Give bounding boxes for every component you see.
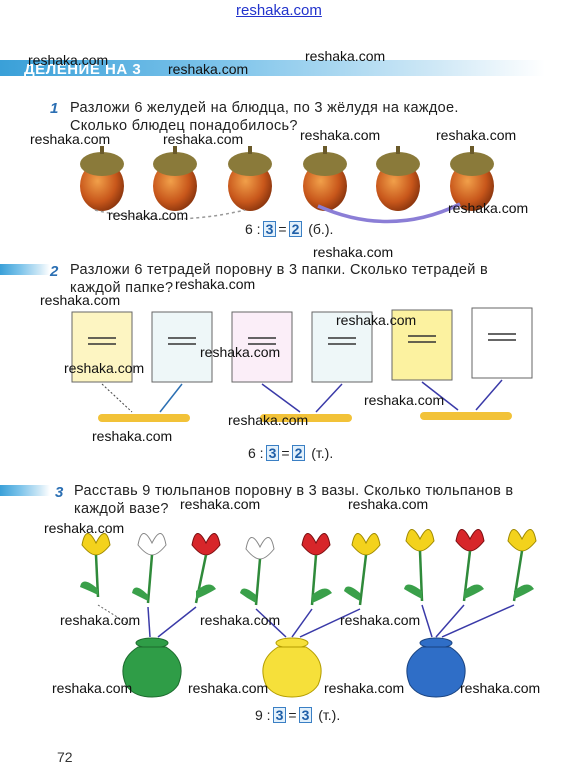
tulips-illustration bbox=[80, 529, 537, 698]
answer-box[interactable]: 3 bbox=[298, 707, 313, 723]
notebook-icon bbox=[71, 311, 133, 383]
tulip-icon bbox=[455, 529, 485, 602]
page-number: 72 bbox=[57, 749, 73, 765]
answer-box[interactable]: 3 bbox=[272, 707, 287, 723]
watermark[interactable]: reshaka.com bbox=[348, 496, 429, 512]
vase-icon bbox=[406, 637, 466, 698]
answer-box[interactable]: 3 bbox=[265, 445, 280, 461]
watermark[interactable]: reshaka.com bbox=[313, 244, 394, 260]
answer-box[interactable]: 2 bbox=[291, 445, 306, 461]
folder-icon bbox=[98, 414, 190, 422]
acorn-icon bbox=[153, 146, 197, 211]
watermark[interactable]: reshaka.com bbox=[200, 344, 281, 360]
watermark[interactable]: reshaka.com bbox=[175, 276, 256, 292]
tulip-icon bbox=[80, 533, 111, 598]
watermark[interactable]: reshaka.com bbox=[108, 207, 189, 223]
watermark[interactable]: reshaka.com bbox=[44, 520, 125, 536]
watermark[interactable]: reshaka.com bbox=[448, 200, 529, 216]
watermark[interactable]: reshaka.com bbox=[300, 127, 381, 143]
watermark[interactable]: reshaka.com bbox=[52, 680, 133, 696]
watermark[interactable]: reshaka.com bbox=[40, 292, 121, 308]
acorn-icon bbox=[80, 146, 124, 211]
task-2-equation: 6 :3=2 (т.). bbox=[248, 445, 334, 461]
vase-icon bbox=[262, 637, 322, 698]
acorn-icon bbox=[303, 146, 347, 211]
watermark[interactable]: reshaka.com bbox=[180, 496, 261, 512]
task-1-line1: Разложи 6 желудей на блюдца, по 3 жёлудя… bbox=[70, 100, 459, 116]
notebook-icon bbox=[471, 307, 533, 379]
tulip-icon bbox=[301, 533, 332, 606]
folder-icon bbox=[420, 412, 512, 420]
watermark[interactable]: reshaka.com bbox=[30, 131, 111, 147]
watermark-top[interactable]: reshaka.com bbox=[236, 2, 322, 19]
notebook-icon bbox=[311, 311, 373, 383]
watermark[interactable]: reshaka.com bbox=[364, 392, 445, 408]
acorn-icon bbox=[450, 146, 494, 211]
watermark[interactable]: reshaka.com bbox=[340, 612, 421, 628]
task-3-line2: каждой вазе? bbox=[74, 501, 169, 517]
watermark[interactable]: reshaka.com bbox=[64, 360, 145, 376]
group-line bbox=[317, 202, 461, 224]
tulip-icon bbox=[507, 529, 537, 602]
tulip-icon bbox=[132, 533, 167, 604]
task-3-band bbox=[0, 485, 50, 496]
tulip-icon bbox=[404, 529, 435, 602]
watermark[interactable]: reshaka.com bbox=[60, 612, 141, 628]
answer-box[interactable]: 3 bbox=[262, 221, 277, 237]
tulip-icon bbox=[240, 537, 275, 606]
task-2-line1: Разложи 6 тетрадей поровну в 3 папки. Ск… bbox=[70, 262, 488, 278]
task-1-number: 1 bbox=[50, 100, 59, 117]
task-3-line1: Расставь 9 тюльпанов поровну в 3 вазы. С… bbox=[74, 483, 514, 499]
dashed-group-line bbox=[94, 209, 246, 220]
task-2-number: 2 bbox=[50, 263, 59, 280]
watermark[interactable]: reshaka.com bbox=[228, 412, 309, 428]
tulip-icon bbox=[191, 533, 221, 604]
section-title: ДЕЛЕНИЕ НА 3 bbox=[24, 61, 142, 78]
watermark[interactable]: reshaka.com bbox=[305, 48, 386, 64]
vase-icon bbox=[122, 637, 182, 698]
watermark[interactable]: reshaka.com bbox=[336, 312, 417, 328]
acorn-icon bbox=[228, 146, 272, 211]
answer-box[interactable]: 2 bbox=[288, 221, 303, 237]
section-header-band bbox=[0, 60, 545, 76]
notebooks-illustration bbox=[71, 307, 533, 422]
watermark[interactable]: reshaka.com bbox=[460, 680, 541, 696]
notebook-icon bbox=[231, 311, 293, 383]
watermark[interactable]: reshaka.com bbox=[168, 61, 249, 77]
watermark[interactable]: reshaka.com bbox=[324, 680, 405, 696]
watermark[interactable]: reshaka.com bbox=[92, 428, 173, 444]
watermark[interactable]: reshaka.com bbox=[163, 131, 244, 147]
watermark[interactable]: reshaka.com bbox=[28, 52, 109, 68]
task-2-band bbox=[0, 264, 50, 275]
acorns-illustration bbox=[80, 146, 494, 224]
watermark[interactable]: reshaka.com bbox=[436, 127, 517, 143]
task-3-equation: 9 :3=3 (т.). bbox=[255, 707, 341, 723]
notebook-icon bbox=[391, 309, 453, 381]
task-3-number: 3 bbox=[55, 484, 64, 501]
watermark[interactable]: reshaka.com bbox=[200, 612, 281, 628]
folder-icon bbox=[260, 414, 352, 422]
task-1-line2: Сколько блюдец понадобилось? bbox=[70, 118, 298, 134]
tulip-icon bbox=[344, 533, 381, 606]
task-2-line2: каждой папке? bbox=[70, 280, 174, 296]
task-1-equation: 6 :3=2 (б.). bbox=[245, 221, 334, 237]
watermark[interactable]: reshaka.com bbox=[188, 680, 269, 696]
notebook-icon bbox=[151, 311, 213, 383]
acorn-icon bbox=[376, 146, 420, 211]
